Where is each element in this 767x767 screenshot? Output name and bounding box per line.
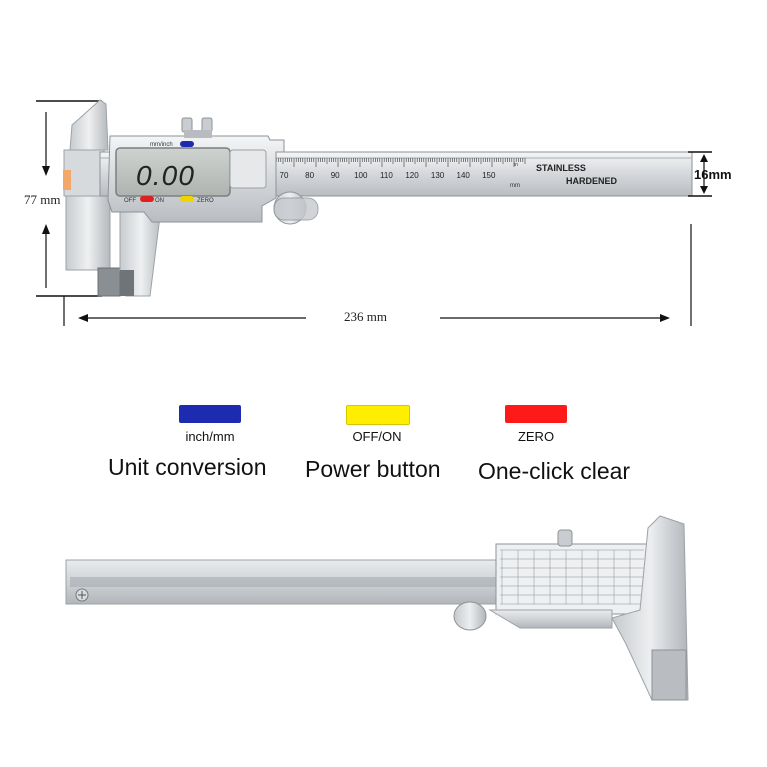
scale-number: 150 (482, 171, 496, 180)
legend-code-power: OFF/ON (352, 429, 402, 444)
height-dimension-label: 77 mm (24, 192, 61, 207)
scale-number: 130 (431, 171, 445, 180)
scale-number: 90 (331, 171, 340, 180)
lcd-reading: 0.00 (136, 160, 194, 191)
fixed-jaw (63, 99, 121, 297)
scale-number: 80 (305, 171, 314, 180)
display-housing: 0.00 mm/inch OFF ON ZERO (107, 117, 319, 225)
legend-code-unit: inch/mm (185, 429, 235, 444)
scale-number: 70 (280, 171, 289, 180)
power-button-icon (180, 196, 194, 202)
scale-unit-mm: mm (510, 183, 520, 189)
zero-label: ZERO (197, 198, 214, 204)
legend-desc-unit: Unit conversion (108, 454, 267, 480)
unit-switch-button-icon (180, 141, 194, 147)
scale-number: 120 (405, 171, 419, 180)
legend-swatch-power (346, 405, 410, 425)
legend-desc-power: Power button (305, 456, 441, 482)
width-dimension-label: 16mm (694, 167, 732, 182)
back-spec-table (500, 549, 644, 605)
length-dimension (63, 224, 692, 326)
scale-number: 100 (354, 171, 368, 180)
legend-swatch-unit (179, 405, 241, 423)
beam-text-stainless: STAINLESS (536, 163, 586, 173)
unit-switch-label: mm/inch (150, 142, 173, 148)
scale-number: 110 (380, 171, 393, 180)
height-dimension (36, 100, 102, 297)
sliding-jaw (119, 199, 163, 297)
beam-text-hardened: HARDENED (566, 176, 618, 186)
back-spec-panel (495, 543, 649, 615)
length-dimension-label: 236 mm (344, 309, 387, 324)
legend-code-zero: ZERO (517, 429, 555, 444)
width-dimension (688, 151, 712, 197)
scale-unit-in: in (514, 162, 518, 168)
beam-scale-numbers: 70 80 90 100 110 120 130 140 150 (280, 171, 496, 180)
scale-number: 140 (457, 171, 471, 180)
back-thumb-roller-icon (453, 601, 487, 631)
on-label: ON (155, 198, 164, 204)
legend-swatch-zero (505, 405, 567, 423)
legend-desc-zero: One-click clear (478, 458, 631, 484)
caliper-back-illustration: CE (65, 515, 689, 701)
off-label: OFF (124, 198, 136, 204)
caliper-front-illustration: STAINLESS HARDENED in mm 70 80 90 100 110 120… (36, 99, 712, 326)
beam-scale-ticks (271, 158, 526, 167)
zero-button-icon (140, 196, 154, 202)
